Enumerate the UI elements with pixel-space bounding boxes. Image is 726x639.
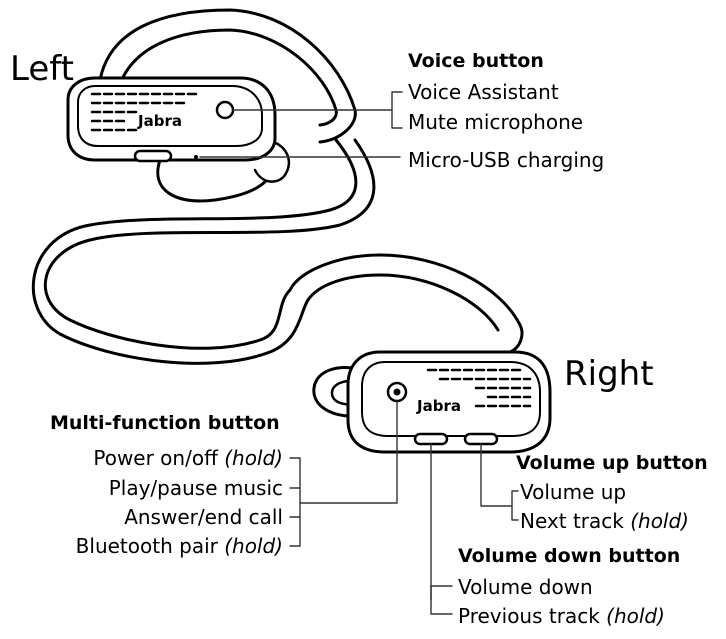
leader-lines bbox=[199, 91, 519, 615]
usb-label: Micro-USB charging bbox=[408, 148, 605, 172]
right-earbud-body bbox=[346, 350, 552, 454]
left-grille bbox=[90, 92, 198, 132]
micro-usb-port bbox=[133, 149, 173, 163]
connecting-cable-inner bbox=[31, 138, 358, 365]
volume-down-item: Previous track (hold) bbox=[458, 604, 665, 628]
voice-item: Voice Assistant bbox=[408, 80, 559, 104]
volume-down-button bbox=[413, 432, 449, 446]
left-ear-hook bbox=[98, 8, 357, 144]
right-earbud-face bbox=[361, 361, 541, 437]
left-brand-logo: Jabra bbox=[137, 112, 182, 130]
volume-up-button bbox=[463, 432, 499, 446]
right-grille bbox=[426, 368, 532, 408]
right-brand-logo: Jabra bbox=[416, 397, 461, 415]
voice-item: Mute microphone bbox=[408, 110, 584, 134]
left-earbud-face bbox=[77, 85, 263, 147]
right-ear-hook-inner bbox=[306, 273, 500, 332]
side-label-right: Right bbox=[564, 354, 654, 394]
volume-down-item: Volume down bbox=[458, 575, 593, 599]
multi-item: Bluetooth pair (hold) bbox=[75, 534, 283, 558]
multi-item: Answer/end call bbox=[124, 505, 283, 529]
voice-heading: Voice button bbox=[408, 50, 544, 72]
left-mic-hole bbox=[194, 155, 198, 159]
left-earbud-body bbox=[66, 76, 277, 162]
volume-up-item: Volume up bbox=[520, 480, 627, 504]
volume-up-item: Next track (hold) bbox=[520, 509, 689, 533]
right-ear-hook bbox=[288, 253, 524, 354]
side-label-left: Left bbox=[10, 49, 74, 89]
left-ear-hook-inner bbox=[118, 28, 338, 127]
volume-down-heading: Volume down button bbox=[458, 545, 681, 567]
voice-button bbox=[215, 100, 235, 120]
multi-item: Play/pause music bbox=[108, 476, 283, 500]
multi-heading: Multi-function button bbox=[50, 412, 280, 434]
connecting-cable bbox=[43, 138, 376, 350]
multi-item: Power on/off (hold) bbox=[93, 446, 283, 470]
volume-up-heading: Volume up button bbox=[516, 452, 708, 474]
